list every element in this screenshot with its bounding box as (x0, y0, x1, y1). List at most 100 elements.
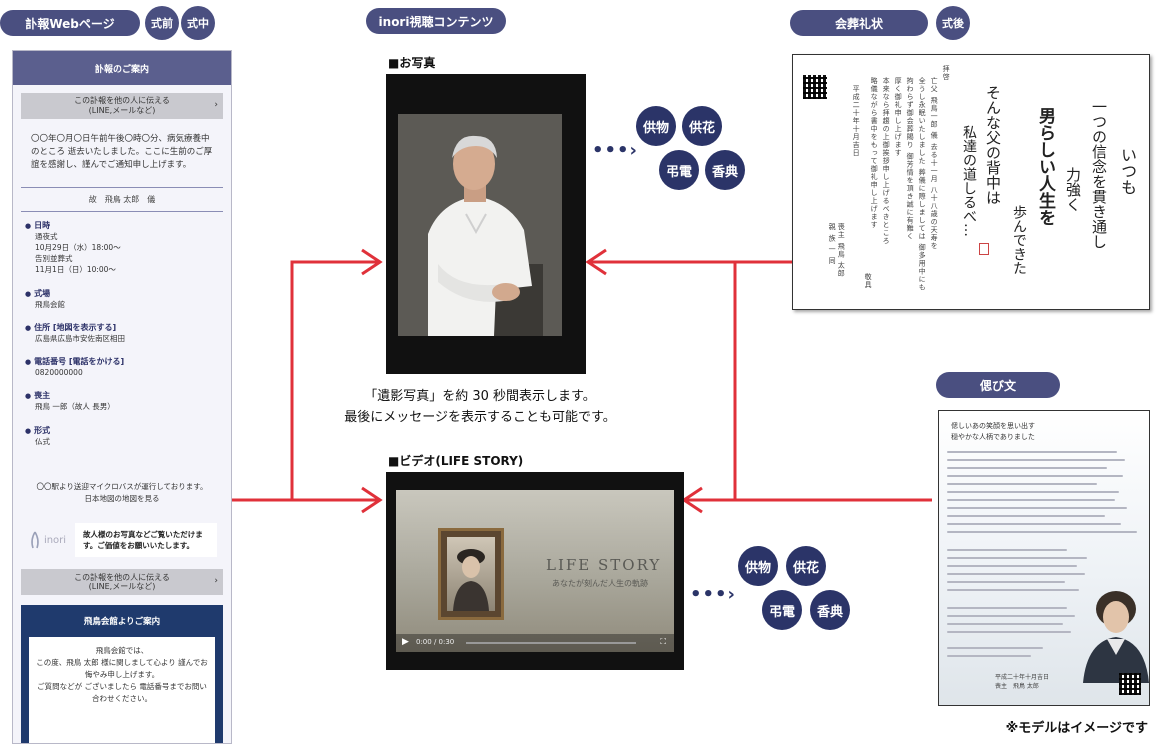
detail-item[interactable]: 電話番号 [電話をかける] 0820000000 (25, 356, 219, 378)
woman-portrait-image (453, 549, 489, 611)
photo-section-label: ■お写真 (388, 56, 436, 70)
detail-value: 通夜式 10月29日（水）18:00～ 告別並葬式 11月1日（日）10:00～ (35, 231, 121, 275)
chevron-right-icon: › (214, 576, 218, 587)
detail-item: 日時 通夜式 10月29日（水）18:00～ 告別並葬式 11月1日（日）10:… (25, 220, 219, 276)
before-ceremony-tag: 式前 (145, 6, 179, 40)
letter-heading: 偲しいあの笑顔を思い出す 穏やかな人柄でありました (951, 422, 1035, 442)
detail-value: 飛鳥 一郎（故人 長男） (35, 402, 115, 412)
thank-you-card: 拝啓 亡父 飛鳥一郎 儀 去る十一月 八十八歳の天寿を 全うし永眠いたしました … (792, 54, 1150, 310)
inori-banner[interactable]: inori 故人様のお写真などご覧いただけます。ご価値をお願いいたします。 (13, 519, 231, 562)
share-button-2-label: この訃報を他の人に伝える (LINE,メールなど) (74, 572, 170, 592)
detail-item[interactable]: 住所 [地図を表示する] 広島県広島市安佐南区相田 (25, 322, 219, 344)
bus-note: 〇〇駅より送迎マイクロバスが運行しております。 日本地図の地図を見る (36, 481, 208, 503)
detail-item: 喪主 飛鳥 一郎（故人 長男） (25, 390, 219, 412)
hall-info-panel: 飛鳥会館よりご案内 飛鳥会館では、 この度、飛鳥 太郎 様に関しまして心より 謹… (21, 605, 223, 743)
letter-text-line (947, 531, 1137, 533)
card-closing: 敬具 (864, 273, 873, 289)
letter-text-line (947, 615, 1075, 617)
card-column: 本来なら拝趨の上御挨拶申し上げるべきところ (882, 77, 891, 245)
woman-portrait-image (1083, 591, 1149, 683)
play-icon[interactable]: ▶ (402, 637, 409, 647)
letter-text-line (947, 557, 1087, 559)
letter-text-line (947, 491, 1119, 493)
kumotsu-button-1[interactable]: 供物 (636, 106, 676, 146)
chevron-right-icon: › (214, 100, 218, 110)
poem-line: 一つの信念を貫き通し (1090, 99, 1108, 249)
share-button[interactable]: この訃報を他の人に伝える (LINE,メールなど) › (21, 93, 223, 119)
video-subtitle: あなたが刻んだ人生の軌跡 (552, 579, 648, 588)
photo-frame (386, 74, 586, 374)
memorial-text-pill: 偲び文 (936, 372, 1060, 398)
letter-text-line (947, 475, 1123, 477)
poem-line: 男らしい人生を (1035, 107, 1055, 226)
phone-header: 訃報のご案内 (13, 51, 231, 85)
detail-value: 飛鳥会館 (35, 299, 65, 309)
detail-value: 仏式 (35, 436, 50, 446)
video-player[interactable]: LIFE STORY あなたが刻んだ人生の軌跡 ▶ 0:00 / 0:30 ⛶ (396, 490, 674, 652)
letter-text-line (947, 655, 1031, 657)
inori-content-pill: inori視聴コンテンツ (366, 8, 506, 34)
card-column: 厚く御礼申し上げます (894, 77, 903, 157)
video-section-label: ■ビデオ(LIFE STORY) (388, 454, 524, 468)
letter-text-line (947, 581, 1065, 583)
letter-footer: 平成二十年十月吉日 喪主 飛鳥 太郎 (995, 674, 1050, 690)
hall-info-body: 飛鳥会館では、 この度、飛鳥 太郎 様に関しまして心より 謹んでお悔やみ申し上げ… (29, 637, 215, 743)
letter-text-line (947, 647, 1043, 649)
video-progress-bar[interactable] (466, 642, 636, 644)
letter-text-line (947, 483, 1097, 485)
hands-icon (31, 531, 39, 549)
poem-line: 歩んできた (1011, 205, 1027, 275)
card-signature: 喪主 飛鳥 太郎 親 族 一 同 (828, 223, 846, 278)
share-button-label: この訃報を他の人に伝える (LINE,メールなど) (74, 96, 170, 115)
letter-text-line (947, 589, 1079, 591)
footnote: ※モデルはイメージです (1005, 721, 1148, 736)
letter-text-line (947, 507, 1127, 509)
video-controls: ▶ 0:00 / 0:30 ⛶ (396, 634, 674, 652)
letter-text-line (947, 623, 1063, 625)
detail-item: 式場 飛鳥会館 (25, 288, 219, 310)
fullscreen-icon[interactable]: ⛶ (660, 637, 666, 646)
kyouka-button-2[interactable]: 供花 (786, 546, 826, 586)
inori-logo-text: inori (43, 534, 67, 546)
detail-label: 電話番号 [電話をかける] (25, 356, 219, 367)
qr-code (803, 75, 827, 99)
detail-value: 0820000000 (35, 368, 83, 378)
chouden-button-2[interactable]: 弔電 (762, 590, 802, 630)
poem-line: いつも (1118, 147, 1137, 195)
kyouka-button-1[interactable]: 供花 (682, 106, 722, 146)
kumotsu-button-2[interactable]: 供物 (738, 546, 778, 586)
kouden-button-2[interactable]: 香典 (810, 590, 850, 630)
card-column: 亡父 飛鳥一郎 儀 去る十一月 八十八歳の天寿を (930, 77, 939, 250)
card-column: 拘わらず御会葬賜り 御芳情を頂き誠に有難く (906, 77, 915, 241)
chouden-button-1[interactable]: 弔電 (659, 150, 699, 190)
letter-text-line (947, 631, 1071, 633)
photo-caption: 「遺影写真」を約 30 秒間表示します。 最後にメッセージを表示することも可能で… (320, 386, 640, 429)
during-ceremony-tag: 式中 (181, 6, 215, 40)
letter-text-line (947, 459, 1125, 461)
video-framed-portrait (438, 528, 504, 620)
letter-text-line (947, 607, 1067, 609)
thank-you-letter-pill: 会葬礼状 (790, 10, 928, 36)
card-column: 拝啓 (942, 65, 951, 81)
letter-text-line (947, 523, 1121, 525)
card-column: 略儀ながら書中をもって御礼申し上げます (870, 77, 879, 229)
letter-text-line (947, 565, 1077, 567)
ceremony-details: 日時 通夜式 10月29日（水）18:00～ 告別並葬式 11月1日（日）10:… (13, 212, 231, 467)
kouden-button-1[interactable]: 香典 (705, 150, 745, 190)
detail-label: 式場 (25, 288, 219, 299)
portrait-photo (398, 114, 562, 336)
share-button-2[interactable]: この訃報を他の人に伝える (LINE,メールなど) › (21, 569, 223, 596)
detail-label: 喪主 (25, 390, 219, 401)
obituary-phone-mock: 訃報のご案内 この訃報を他の人に伝える (LINE,メールなど) › 〇〇年〇月… (12, 50, 232, 744)
video-dots-arrow: •••› (690, 584, 736, 605)
poem-line: 力強く (1064, 167, 1082, 212)
letter-text-line (947, 573, 1085, 575)
poem-line: そんな父の背中は (984, 85, 1002, 205)
phone-header-title: 訃報のご案内 (94, 64, 149, 75)
detail-label: 日時 (25, 220, 219, 231)
qr-code (1119, 673, 1141, 695)
detail-label: 住所 [地図を表示する] (25, 322, 219, 333)
video-frame: LIFE STORY あなたが刻んだ人生の軌跡 ▶ 0:00 / 0:30 ⛶ (386, 472, 684, 670)
photo-dots-arrow: •••› (592, 140, 638, 161)
